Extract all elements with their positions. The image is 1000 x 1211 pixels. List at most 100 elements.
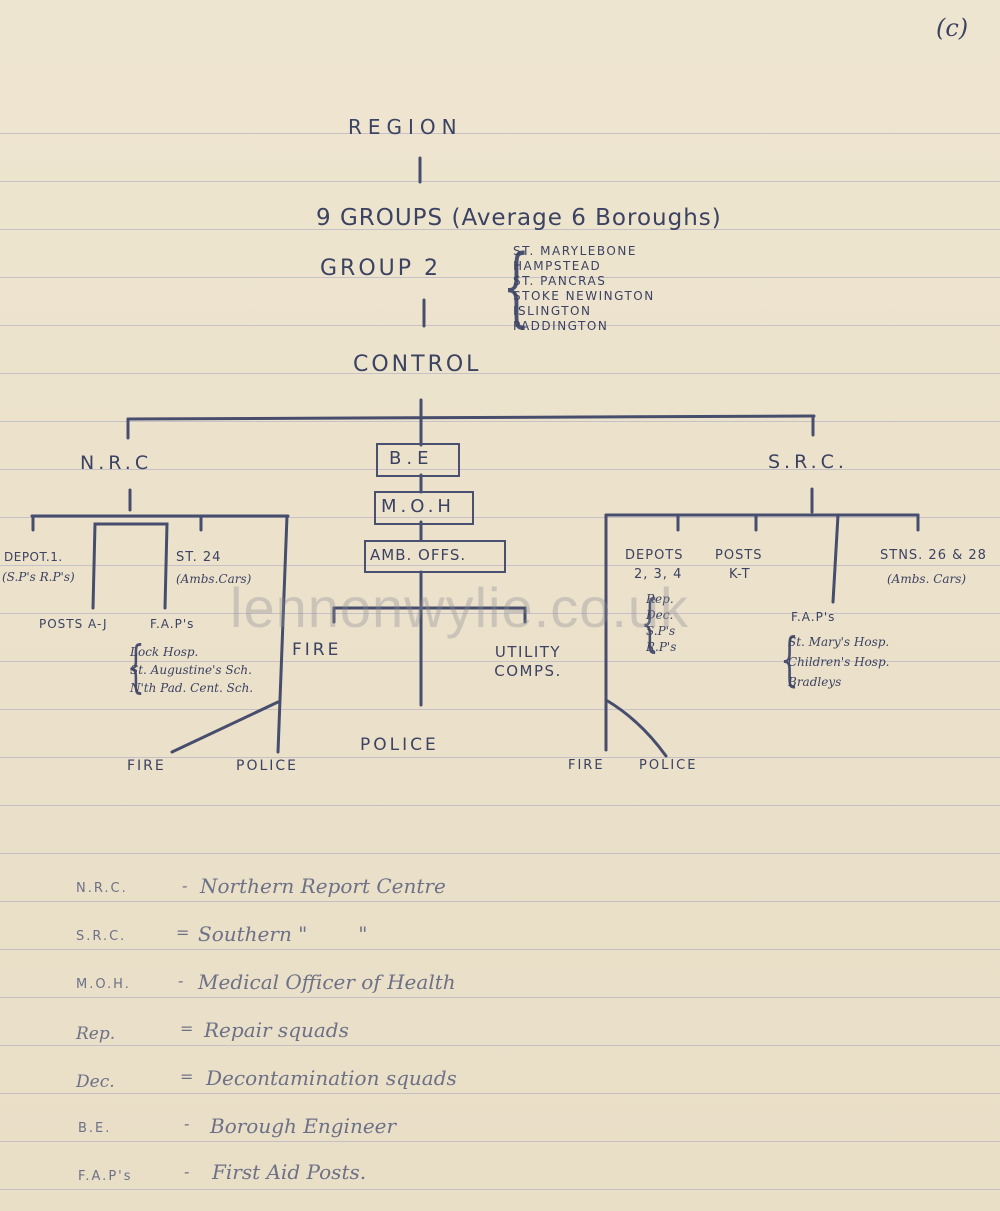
ruled-line — [0, 757, 1000, 758]
borough-item: ST. MARYLEBONE — [513, 244, 637, 258]
ruled-line — [0, 517, 1000, 518]
ruled-line — [0, 421, 1000, 422]
fap-item: St. Mary's Hosp. — [788, 635, 890, 649]
legend-abbr: B.E. — [78, 1121, 112, 1136]
src-stns: STNS. 26 & 28 — [880, 548, 987, 563]
center-fire: FIRE — [292, 640, 342, 660]
src-fire: FIRE — [568, 758, 605, 773]
ruled-line — [0, 229, 1000, 230]
src-node: S.R.C. — [768, 451, 848, 473]
ruled-line — [0, 949, 1000, 950]
legend-abbr: Rep. — [76, 1024, 116, 1044]
nrc-fap-brace: { — [126, 635, 145, 700]
legend-sep: - — [184, 1114, 190, 1133]
ruled-line — [0, 325, 1000, 326]
ruled-line — [0, 661, 1000, 662]
nrc-fire: FIRE — [127, 758, 166, 774]
ruled-line — [0, 1189, 1000, 1190]
src-faps: F.A.P's — [791, 610, 836, 624]
depot-sub-item: Rep. — [646, 592, 674, 606]
ruled-line — [0, 1141, 1000, 1142]
legend-meaning: Northern Report Centre — [200, 874, 446, 898]
src-fap-brace: { — [780, 625, 799, 693]
amb-node: AMB. OFFS. — [370, 546, 467, 564]
fap-item: Children's Hosp. — [788, 655, 890, 669]
legend-sep: - — [182, 876, 188, 895]
src-depot-sub-list: Rep. Dec. S.P's R.P's — [646, 591, 676, 655]
src-police: POLICE — [639, 758, 698, 773]
amb-box — [364, 540, 506, 573]
control-node: CONTROL — [353, 352, 482, 377]
fap-item: N'th Pad. Cent. Sch. — [130, 681, 254, 695]
connector-control-bar — [126, 414, 816, 421]
ruled-line — [0, 277, 1000, 278]
be-box — [376, 443, 460, 477]
borough-list: ST. MARYLEBONE HAMPSTEAD ST. PANCRAS STO… — [513, 244, 655, 334]
group2-brace: { — [502, 237, 531, 337]
be-node: B.E — [389, 448, 434, 469]
legend-meaning: Decontamination squads — [206, 1066, 457, 1090]
src-posts: POSTS — [715, 548, 763, 563]
group2-node: GROUP 2 — [320, 256, 442, 281]
watermark: lennonwylie.co.uk — [230, 576, 690, 639]
legend-abbr: S.R.C. — [76, 929, 127, 944]
legend-meaning: Medical Officer of Health — [198, 970, 456, 994]
nrc-police: POLICE — [236, 758, 299, 774]
borough-item: STOKE NEWINGTON — [513, 289, 655, 303]
moh-box — [374, 491, 474, 525]
legend-meaning: Borough Engineer — [210, 1114, 397, 1138]
ruled-line — [0, 805, 1000, 806]
legend-sep: - — [178, 971, 184, 990]
center-police: POLICE — [360, 735, 439, 755]
legend-abbr: Dec. — [76, 1072, 115, 1092]
borough-item: HAMPSTEAD — [513, 259, 602, 273]
borough-item: ISLINGTON — [513, 304, 592, 318]
borough-item: ST. PANCRAS — [513, 274, 607, 288]
depot-sub-item: S.P's — [646, 624, 676, 638]
moh-node: M.O.H — [381, 496, 455, 517]
legend-sep: = — [176, 923, 190, 942]
legend-sep: = — [180, 1067, 194, 1086]
src-posts-range: K-T — [729, 567, 751, 582]
borough-item: PADDINGTON — [513, 319, 609, 333]
depot-sub-item: Dec. — [646, 608, 674, 622]
nrc-st24-sub: (Ambs.Cars) — [176, 572, 252, 586]
ruled-line — [0, 901, 1000, 902]
nrc-st24: ST. 24 — [176, 550, 222, 565]
region-node: REGION — [348, 115, 463, 139]
legend-sep: - — [184, 1162, 190, 1181]
src-depots: DEPOTS — [625, 548, 684, 563]
nrc-node: N.R.C — [80, 452, 153, 474]
nrc-fap-list: Lock Hosp. St. Augustine's Sch. N'th Pad… — [130, 643, 253, 697]
connector-nrc-police — [276, 514, 289, 754]
fap-item: Bradleys — [788, 675, 842, 689]
nrc-faps: F.A.P's — [150, 617, 195, 631]
nrc-depot: DEPOT.1. — [4, 550, 63, 564]
connector-src-faps — [831, 513, 840, 604]
ruled-line — [0, 181, 1000, 182]
src-depots-nums: 2, 3, 4 — [634, 567, 683, 582]
nrc-depot-sub: (S.P's R.P's) — [2, 570, 75, 584]
ruled-line — [0, 853, 1000, 854]
src-fap-list: St. Mary's Hosp. Children's Hosp. Bradle… — [788, 632, 889, 692]
ruled-line — [0, 613, 1000, 614]
legend-meaning: Repair squads — [204, 1018, 349, 1042]
ruled-line — [0, 997, 1000, 998]
groups-node: 9 GROUPS (Average 6 Boroughs) — [316, 205, 722, 231]
fap-item: Lock Hosp. — [130, 645, 199, 659]
src-depot-brace: { — [640, 586, 659, 659]
fap-item: St. Augustine's Sch. — [130, 663, 252, 677]
legend-meaning: First Aid Posts. — [212, 1160, 367, 1184]
ruled-line — [0, 373, 1000, 374]
src-stns-sub: (Ambs. Cars) — [887, 572, 967, 586]
ruled-line — [0, 469, 1000, 470]
connector-posts-faps — [91, 522, 169, 610]
page-label: (c) — [936, 14, 969, 42]
legend-sep: = — [180, 1019, 194, 1038]
ruled-line — [0, 565, 1000, 566]
legend-abbr: M.O.H. — [76, 977, 131, 992]
nrc-posts: POSTS A-J — [39, 617, 108, 631]
legend-abbr: N.R.C. — [76, 881, 128, 896]
